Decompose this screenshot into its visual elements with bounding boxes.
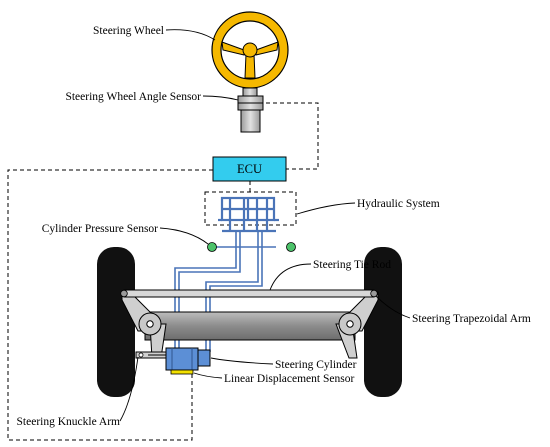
tires: [97, 247, 402, 397]
cylinder-pressure-sensors: [207, 242, 296, 252]
label-cylinder-pressure-sensor: Cylinder Pressure Sensor: [42, 223, 158, 235]
label-linear-displacement-sensor: Linear Displacement Sensor: [224, 373, 354, 385]
callout-leaders: [119, 29, 411, 422]
steering-tie-rod: [120, 289, 378, 298]
angle-sensor-signal-line: [266, 102, 319, 170]
labels: Steering Wheel Steering Wheel Angle Sens…: [17, 25, 531, 428]
pressure-sensor-left: [207, 242, 217, 252]
ecu-label: ECU: [237, 162, 262, 176]
label-steering-wheel: Steering Wheel: [93, 25, 164, 37]
ecu-cylinder-signal-line: [7, 169, 213, 441]
front-axle: [144, 311, 356, 341]
steering-column: [237, 87, 264, 133]
tire-left: [97, 247, 135, 397]
signal-wiring: [7, 102, 319, 441]
steering-wheel: [211, 11, 289, 89]
pressure-sensor-right: [286, 242, 296, 252]
label-angle-sensor: Steering Wheel Angle Sensor: [65, 91, 201, 103]
steering-cylinder: [165, 347, 211, 371]
label-steering-tie-rod: Steering Tie Rod: [313, 259, 391, 271]
label-steering-cylinder: Steering Cylinder: [275, 359, 357, 371]
label-hydraulic-system: Hydraulic System: [357, 198, 440, 210]
ecu: ECU: [212, 156, 287, 182]
tire-right: [364, 247, 402, 397]
hydraulic-valve: [218, 196, 279, 233]
label-steering-trapezoidal-arm: Steering Trapezoidal Arm: [412, 313, 531, 325]
hydraulic-system-box: [204, 191, 297, 226]
linear-displacement-sensor: [170, 369, 194, 375]
label-steering-knuckle-arm: Steering Knuckle Arm: [17, 416, 121, 428]
knuckle-pivots: [138, 312, 362, 336]
